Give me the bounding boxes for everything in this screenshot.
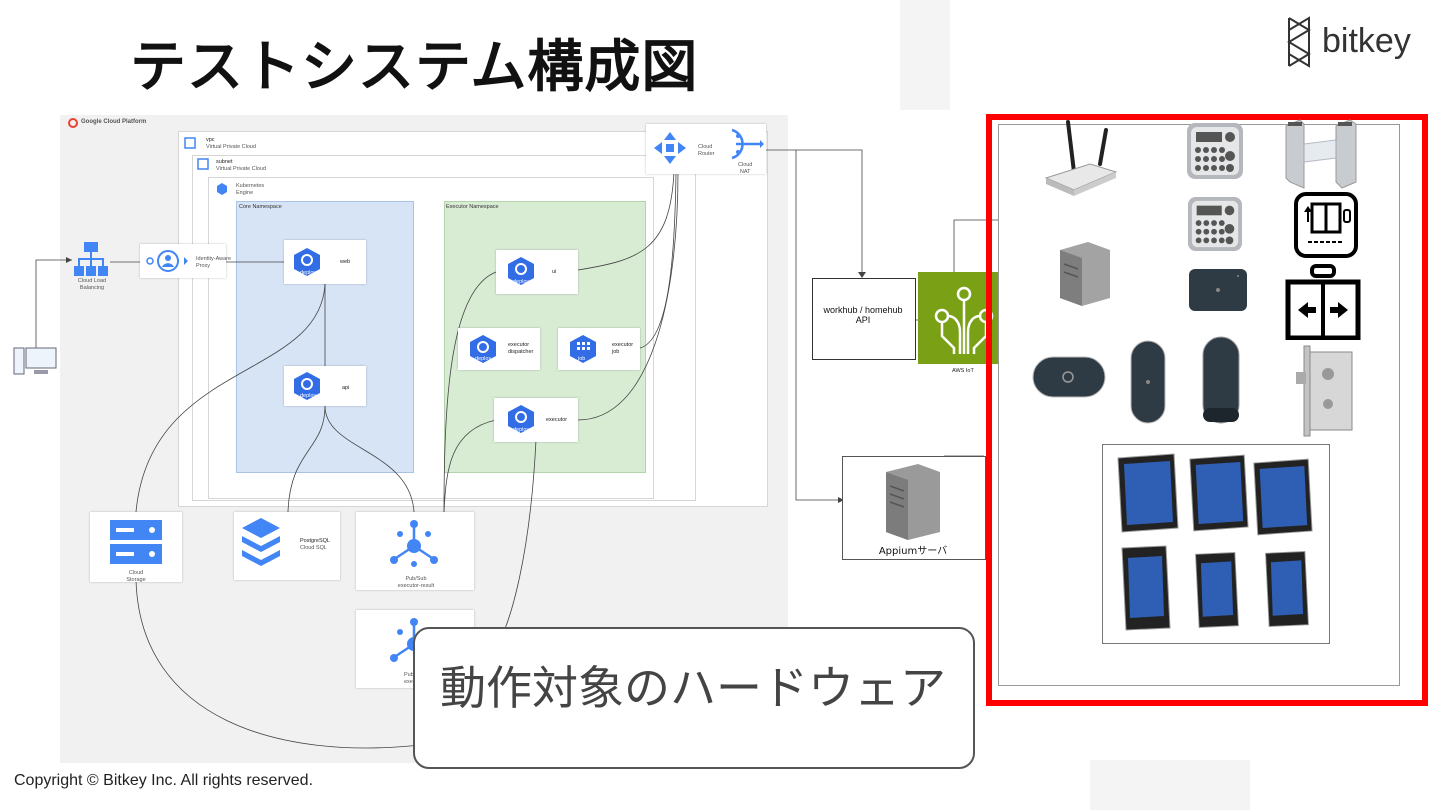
- pubsub-icon: [390, 520, 438, 567]
- aws-iot-label: AWS IoT: [952, 368, 974, 374]
- cloud-load-balancing-icon: [74, 242, 108, 276]
- smart-lock-pill-icon: [1032, 356, 1106, 398]
- smart-lock-slim-icon: [1130, 340, 1166, 424]
- deploy-icon: [508, 405, 534, 433]
- cloud-nat-label: Cloud NAT: [738, 162, 753, 175]
- deploy-label: deploy: [300, 270, 317, 276]
- cloud-sql-icon: [242, 518, 280, 566]
- cloud-storage-icon: [110, 520, 162, 564]
- bg-decoration: [1090, 760, 1250, 810]
- executor-label: executor: [546, 417, 568, 423]
- tablet-icon: [1117, 453, 1179, 533]
- core-namespace-label: Core Namespace: [239, 204, 282, 210]
- cloud-nat-icon: [731, 128, 764, 160]
- workhub-api-box: [812, 278, 916, 360]
- smart-lock-tall-icon: [1202, 336, 1240, 424]
- workhub-api-label: workhub / homehub API: [823, 305, 903, 325]
- bitkey-logo-icon: [1287, 16, 1311, 68]
- keypad-reader-icon: [1187, 196, 1243, 252]
- load-balancing-label: Cloud Load Balancing: [77, 278, 107, 291]
- k8s-title: Kubernetes: [236, 183, 265, 189]
- job-icon: [570, 335, 596, 363]
- appium-server-label: Appiumサーバ: [878, 546, 948, 557]
- iap-node: [140, 244, 226, 278]
- pubsub-label-2: Pub/ exe: [404, 672, 416, 685]
- subnet-title: subnet: [216, 159, 233, 165]
- gcp-header: Google Cloud Platform: [81, 119, 147, 125]
- deploy-label: deploy: [513, 279, 530, 285]
- mortise-lock-icon: [1296, 345, 1353, 437]
- aws-iot-circuit-icon: [934, 286, 994, 354]
- callout-text: 動作対象のハードウェア: [440, 661, 946, 715]
- computer-monitor-icon: [13, 347, 57, 375]
- iot-router-icon: [1044, 120, 1118, 196]
- deploy-label: deploy: [513, 427, 530, 433]
- smartphone-icon: [1195, 552, 1239, 628]
- job-label: job: [578, 356, 586, 362]
- vpc-icon: [184, 137, 196, 149]
- identity-aware-proxy-icon: [146, 250, 188, 272]
- smart-lock-reader-icon: [1189, 269, 1247, 311]
- server-icon: [886, 464, 940, 540]
- keypad-reader-icon: [1187, 123, 1243, 179]
- cloud-router-icon: [654, 132, 686, 164]
- ui-label: ui: [552, 269, 557, 275]
- deploy-icon: [470, 335, 496, 363]
- tablet-icon: [1253, 458, 1313, 536]
- cloud-storage-label: Cloud Storage: [126, 570, 146, 583]
- subnet-icon: [197, 158, 209, 170]
- deploy-icon: [294, 248, 320, 276]
- subnet-subtitle: Virtual Private Cloud: [216, 166, 267, 172]
- web-label: web: [340, 259, 351, 265]
- deploy-label: deploy: [300, 393, 317, 399]
- gcp-logo-icon: [68, 118, 78, 128]
- security-gate-icon: [1285, 119, 1357, 189]
- page-title: テストシステム構成図: [130, 35, 699, 100]
- elevator-icon: [1294, 192, 1358, 258]
- api-label: api: [342, 385, 350, 391]
- postgresql-label: PostgreSQL: [300, 538, 330, 544]
- executor-namespace-label: Executor Namespace: [446, 204, 499, 210]
- copyright-footer: Copyright © Bitkey Inc. All rights reser…: [14, 772, 314, 789]
- cloud-router-label: Cloud Router: [698, 144, 715, 157]
- dispatcher-label: executor dispatcher: [508, 342, 534, 355]
- postgresql-sublabel: Cloud SQL: [300, 545, 327, 551]
- k8s-subtitle: Engine: [236, 190, 254, 196]
- pubsub-label: Pub/Sub executor-result: [397, 576, 435, 589]
- deploy-icon: [294, 372, 320, 400]
- automatic-door-icon: [1285, 264, 1361, 340]
- logo-text: bitkey: [1322, 22, 1411, 60]
- deploy-icon: [508, 257, 534, 285]
- executor-job-label: executor job: [612, 342, 634, 355]
- deploy-label: deploy: [475, 356, 492, 362]
- tablet-icon: [1189, 454, 1249, 532]
- vpc-title: vpc: [206, 137, 215, 143]
- callout-box: [413, 627, 975, 769]
- bg-decoration: [900, 0, 950, 110]
- smartphone-icon: [1265, 551, 1309, 627]
- server-tower-icon: [1060, 242, 1110, 306]
- smartphone-icon: [1121, 545, 1171, 631]
- kubernetes-icon: [217, 183, 227, 195]
- iap-label: Identity-Aware Proxy: [196, 256, 232, 269]
- vpc-subtitle: Virtual Private Cloud: [206, 144, 257, 150]
- hardware-highlight-frame: [986, 114, 1428, 706]
